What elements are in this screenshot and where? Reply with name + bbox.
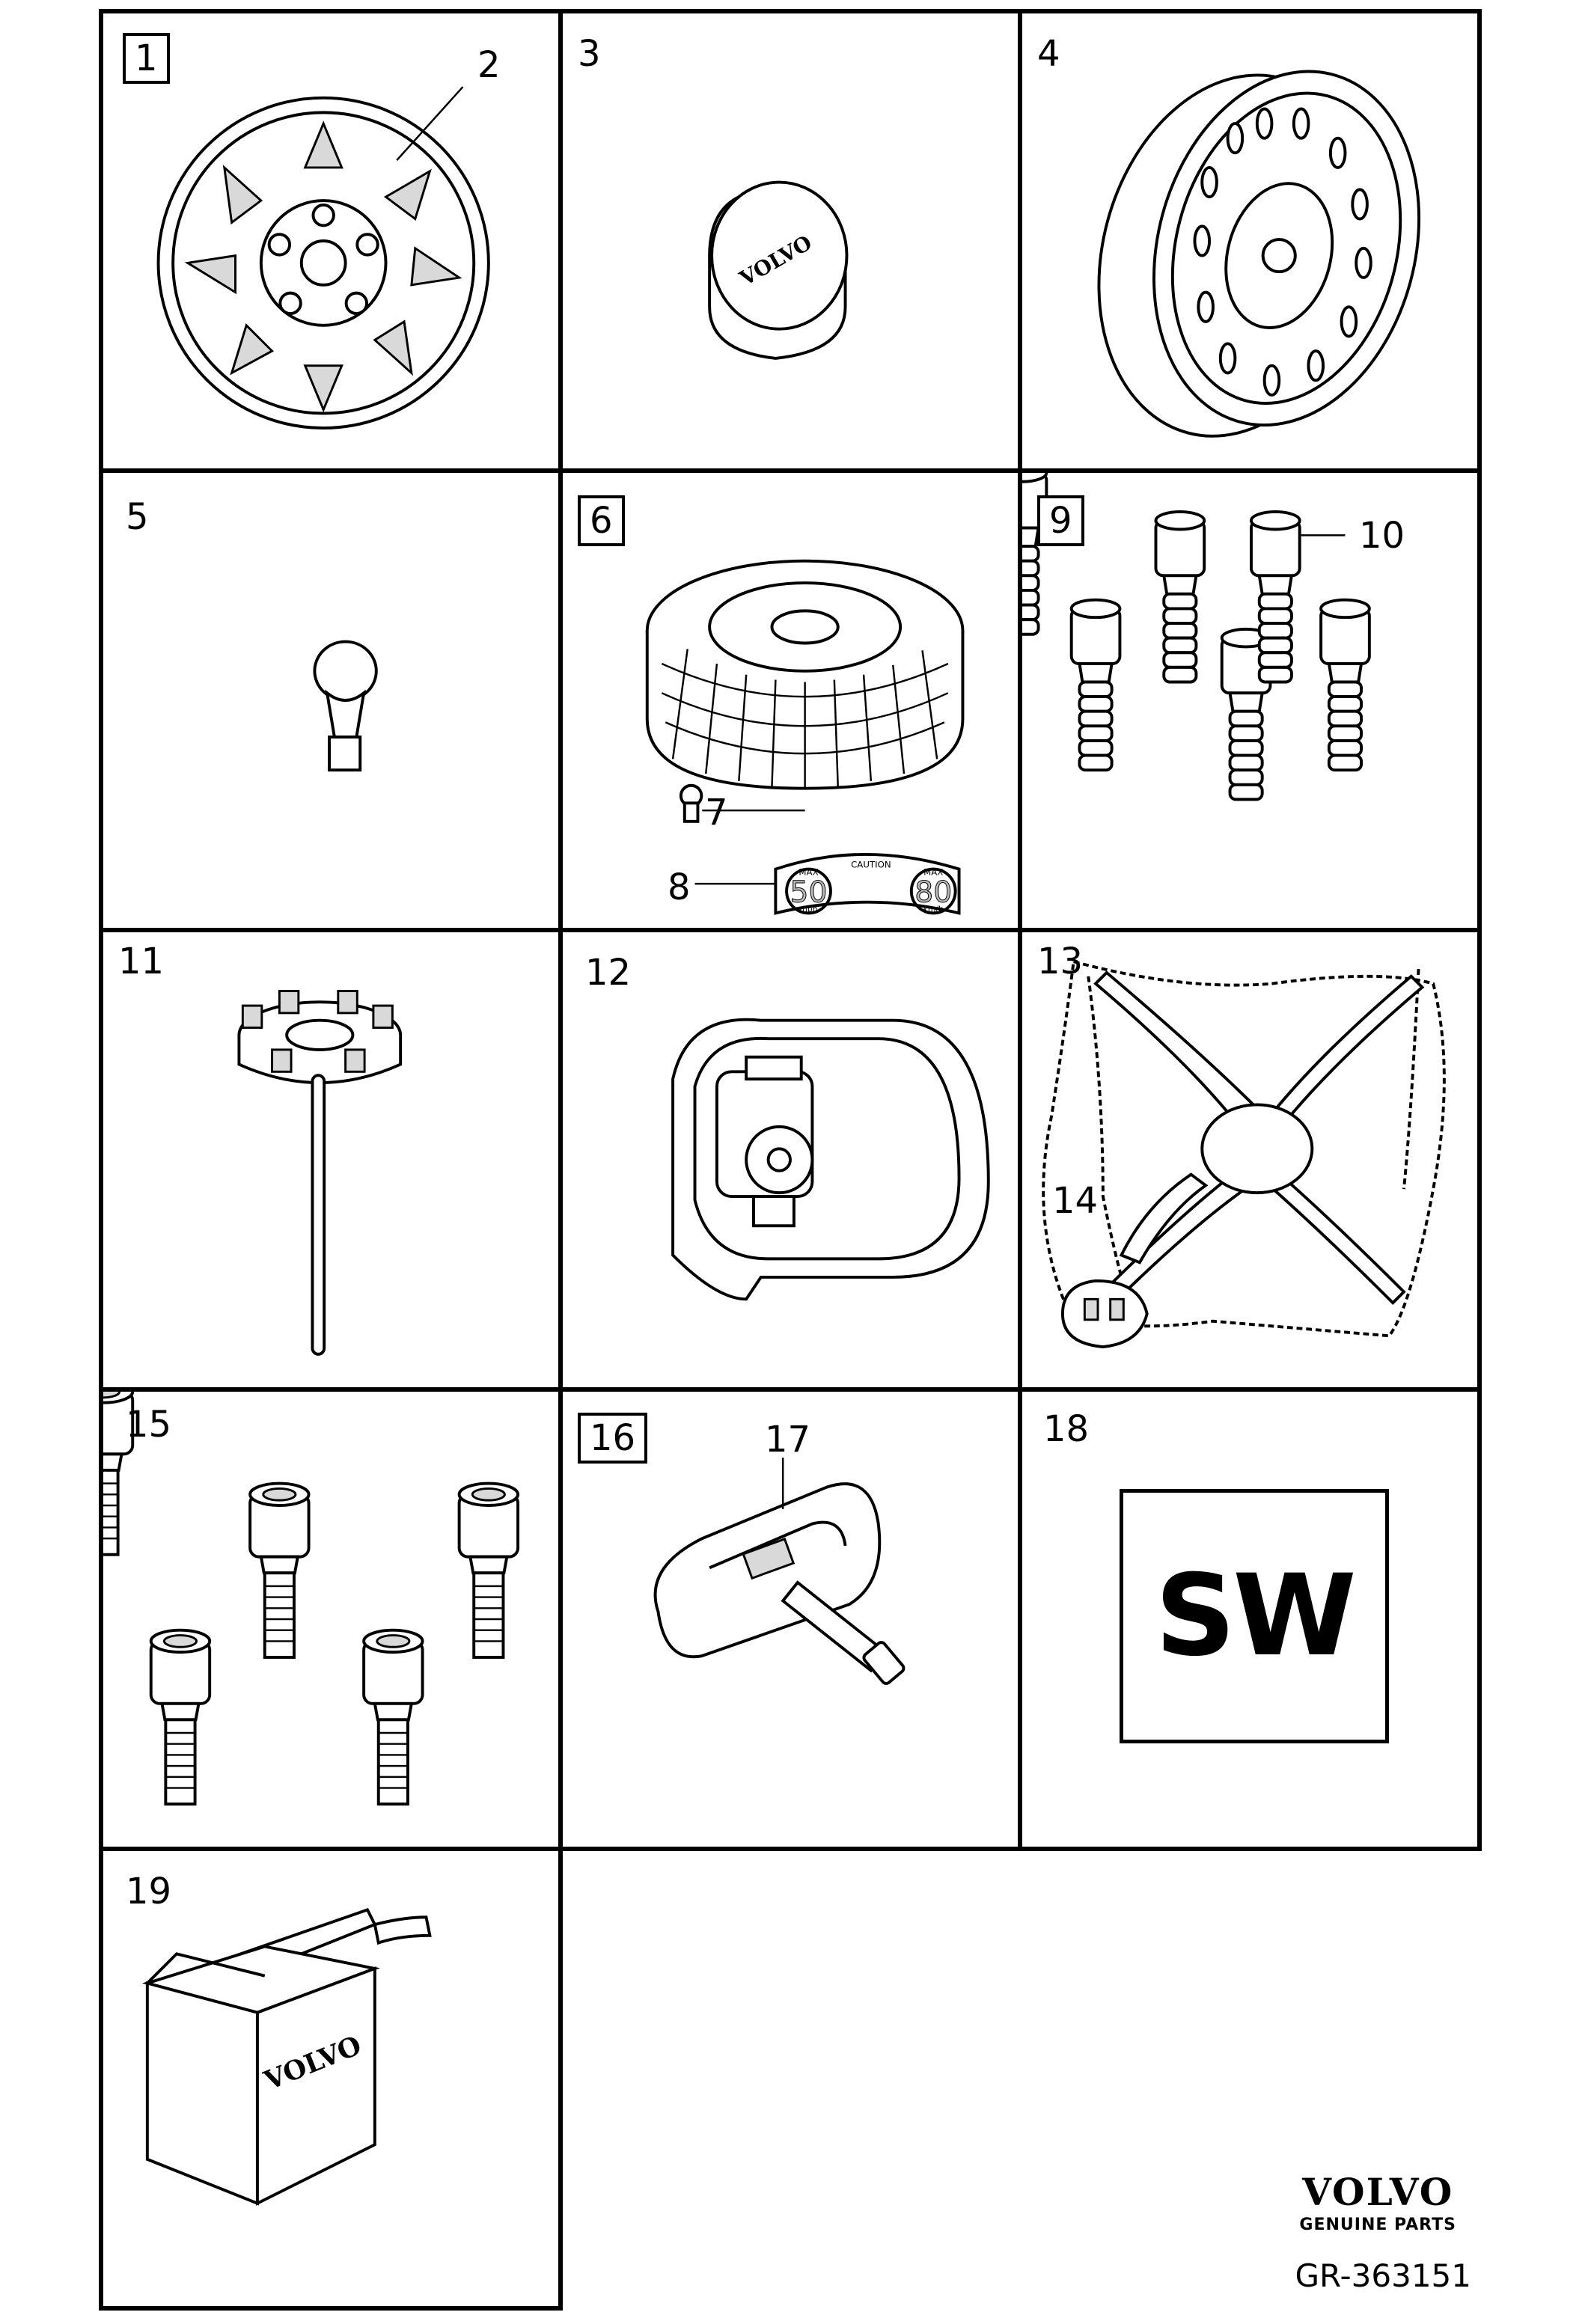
callout-11: 11	[118, 941, 165, 982]
sw-label-box: SW	[1120, 1489, 1389, 1743]
cell-wheel-cover: 1 2	[99, 9, 563, 473]
callout-6: 6	[578, 495, 625, 546]
callout-18: 18	[1043, 1408, 1090, 1450]
cell-spare-wheel: 50 80 MAX MAX mph km/h CAUTION 6 7 8	[558, 468, 1022, 932]
decal-number-80: 80	[914, 876, 952, 910]
cell-valve: 5	[99, 468, 563, 932]
callout-19: 19	[126, 1871, 172, 1912]
cell-removal-tool: 11	[99, 928, 563, 1392]
steel-rim-illustration	[1097, 70, 1421, 438]
callout-13: 13	[1037, 941, 1084, 982]
spare-wheel-illustration: 50 80 MAX MAX mph km/h CAUTION	[645, 559, 965, 915]
snow-chains-illustration	[1042, 959, 1446, 1349]
cell-tpms-sensor: 16 17	[558, 1387, 1022, 1851]
brand-subtitle: GENUINE PARTS	[1299, 2216, 1456, 2234]
callout-15: 15	[126, 1404, 172, 1446]
callout-1: 1	[123, 33, 170, 84]
cell-steel-rim: 4	[1018, 9, 1482, 473]
cell-snow-chains: 13 14	[1018, 928, 1482, 1392]
callout-14: 14	[1052, 1180, 1099, 1222]
cell-spare-wheel-well: 12	[558, 928, 1022, 1392]
decal-kmh: km/h	[923, 904, 944, 914]
cell-sw-kit: SW 18	[1018, 1387, 1482, 1851]
removal-tool-illustration	[237, 989, 403, 1356]
callout-9: 9	[1037, 495, 1084, 546]
callout-2: 2	[477, 44, 501, 86]
valve-illustration	[313, 640, 378, 772]
brand-logo: VOLVO	[1302, 2170, 1454, 2214]
center-cap-illustration: VOLVO	[708, 180, 849, 360]
decal-number-50: 50	[790, 876, 828, 910]
tpms-sensor-illustration	[653, 1458, 906, 1685]
decal-max-right: MAX	[923, 866, 943, 877]
callout-7: 7	[705, 792, 728, 834]
decal-mph: mph	[799, 904, 817, 914]
cell-locking-bolts: 15	[99, 1387, 563, 1851]
cell-wheel-bolts: 9 10	[1018, 468, 1482, 932]
parts-box-illustration: VOLVO	[141, 1908, 432, 2206]
callout-12: 12	[585, 952, 632, 994]
drawing-number: GR-363151	[1295, 2257, 1471, 2294]
wheel-bolts-illustration	[1022, 473, 1371, 801]
wheel-cover-illustration	[156, 86, 490, 430]
cell-parts-box: VOLVO 19	[99, 1847, 563, 2311]
callout-5: 5	[126, 496, 149, 538]
spare-wheel-well-illustration	[671, 1018, 990, 1301]
brand-footer: VOLVO GENUINE PARTS	[1299, 2170, 1456, 2234]
callout-16: 16	[578, 1413, 648, 1464]
callout-8: 8	[668, 866, 691, 908]
callout-10: 10	[1359, 515, 1405, 557]
decal-caution: CAUTION	[851, 860, 891, 870]
callout-3: 3	[578, 33, 601, 75]
callout-17: 17	[765, 1419, 811, 1461]
decal-max-left: MAX	[798, 866, 818, 877]
callout-4: 4	[1037, 33, 1060, 75]
locking-bolts-illustration	[103, 1392, 520, 1806]
cell-center-cap: VOLVO 3	[558, 9, 1022, 473]
